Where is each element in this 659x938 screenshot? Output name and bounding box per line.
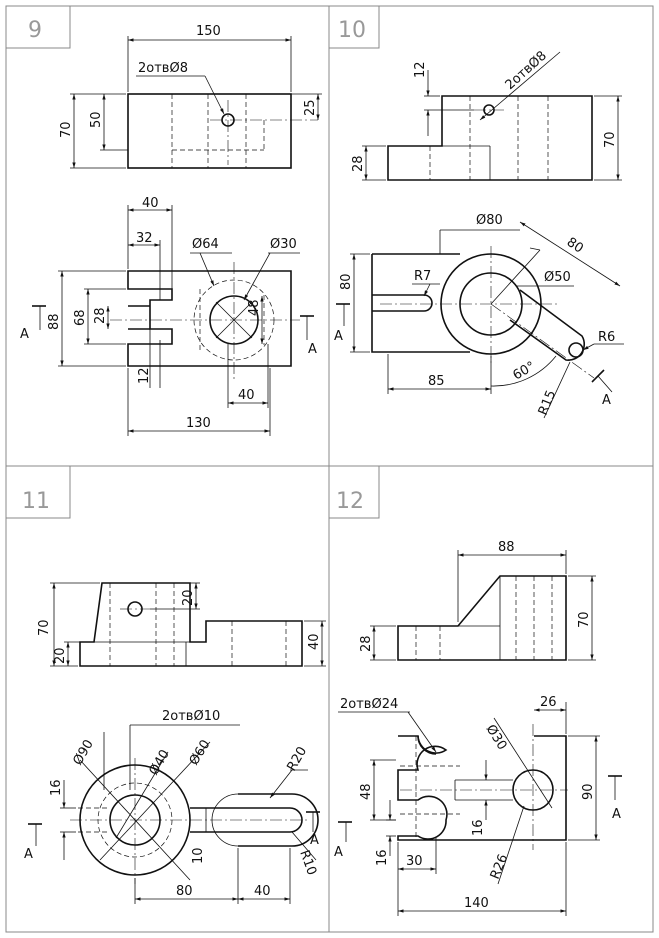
section-a-right: A: [308, 342, 317, 357]
dim-40: 40: [307, 633, 322, 650]
panel-9-number: 9: [28, 18, 42, 43]
dim-d40: Ø40: [146, 747, 172, 778]
dim-holes-24: 2отвØ24: [340, 697, 398, 712]
dim-28: 28: [359, 635, 374, 652]
dim-85: 85: [428, 374, 445, 389]
section-a-right: A: [310, 833, 319, 848]
dim-12: 12: [413, 61, 428, 78]
dim-20-top: 20: [181, 589, 196, 606]
section-a-right: A: [612, 807, 621, 822]
dim-80-diag: 80: [564, 235, 586, 257]
panel-11-front-view: 70 20 20 40: [37, 582, 326, 667]
dim-25: 25: [303, 99, 318, 116]
dim-48: 48: [247, 299, 262, 316]
dim-88: 88: [47, 313, 62, 330]
panel-9-front-view: 150 2отвØ8 70 50 25: [59, 24, 322, 169]
panel-12: 12 88 70 28: [328, 465, 622, 916]
dim-28: 28: [351, 155, 366, 172]
dim-holes-8: 2отвØ8: [503, 48, 550, 93]
panel-12-front-view: 88 70 28: [359, 540, 596, 661]
section-a-left: A: [334, 845, 343, 860]
section-a-left: A: [334, 329, 343, 344]
dim-48: 48: [359, 783, 374, 800]
panel-12-top-view: 2отвØ24 Ø30 26 90 48 16 16 30: [334, 695, 622, 916]
panel-11-number: 11: [22, 489, 50, 514]
dim-r6: R6: [598, 330, 615, 345]
dim-d50: Ø50: [544, 270, 571, 285]
section-a-left: A: [24, 847, 33, 862]
dim-d80: Ø80: [476, 213, 503, 228]
dim-16-left: 16: [375, 849, 390, 866]
dim-88: 88: [498, 540, 515, 555]
dim-50: 50: [89, 111, 104, 128]
dim-holes-10: 2отвØ10: [162, 709, 220, 724]
panel-10-number-box: [328, 5, 380, 49]
dim-30: 30: [406, 854, 423, 869]
dim-d30: Ø30: [270, 237, 297, 252]
dim-40: 40: [142, 196, 159, 211]
panel-9-number-box: [5, 5, 71, 49]
panel-11: 11 70 20 20 40: [5, 465, 326, 904]
dim-70: 70: [577, 611, 592, 628]
dim-12: 12: [137, 367, 152, 384]
dim-140: 140: [464, 896, 489, 911]
dim-20: 20: [53, 647, 68, 664]
dim-r7: R7: [414, 269, 431, 284]
panel-9: 9 150 2отвØ8 70: [5, 5, 322, 436]
dim-40-bottom: 40: [238, 388, 255, 403]
dim-d30: Ø30: [483, 722, 510, 753]
dim-150: 150: [196, 24, 221, 39]
panel-11-top-view: 2отвØ10 Ø90 Ø40 Ø60 R20 16 10 R10 80: [24, 709, 320, 904]
panel-10: 10 2отвØ8 12 70 28: [328, 5, 624, 419]
dim-holes-8: 2отвØ8: [138, 61, 188, 76]
dim-130: 130: [186, 416, 211, 431]
panel-10-number: 10: [338, 18, 366, 43]
panel-11-number-box: [5, 465, 71, 519]
dim-10: 10: [191, 847, 206, 864]
dim-70: 70: [59, 121, 74, 138]
section-a-left: A: [20, 327, 29, 342]
dim-d90: Ø90: [70, 737, 96, 768]
dim-28: 28: [93, 307, 108, 324]
panel-10-top-view: Ø80 80 80 R7 Ø50 R6 85 60° R15: [334, 213, 624, 419]
dim-40-bottom: 40: [254, 884, 271, 899]
dim-r26: R26: [488, 852, 511, 881]
dim-r15: R15: [536, 388, 559, 417]
dim-d64: Ø64: [192, 237, 219, 252]
dim-32: 32: [136, 231, 153, 246]
dim-16: 16: [49, 779, 64, 796]
dim-r20: R20: [284, 744, 310, 774]
panel-12-number: 12: [336, 489, 364, 514]
dim-90: 90: [581, 783, 596, 800]
dim-26: 26: [540, 695, 557, 710]
dim-80: 80: [176, 884, 193, 899]
dim-70: 70: [37, 619, 52, 636]
dim-16-center: 16: [471, 819, 486, 836]
dim-68: 68: [73, 309, 88, 326]
section-a-right: A: [602, 393, 611, 408]
dim-70: 70: [603, 131, 618, 148]
dim-60deg: 60°: [511, 359, 538, 384]
dim-r10: R10: [296, 848, 319, 877]
dim-80: 80: [339, 273, 354, 290]
panel-12-number-box: [328, 465, 380, 519]
panel-10-front-view: 2отвØ8 12 70 28: [351, 48, 622, 181]
panel-9-top-view: 40 32 Ø64 Ø30 48 88 68 28: [20, 196, 317, 436]
